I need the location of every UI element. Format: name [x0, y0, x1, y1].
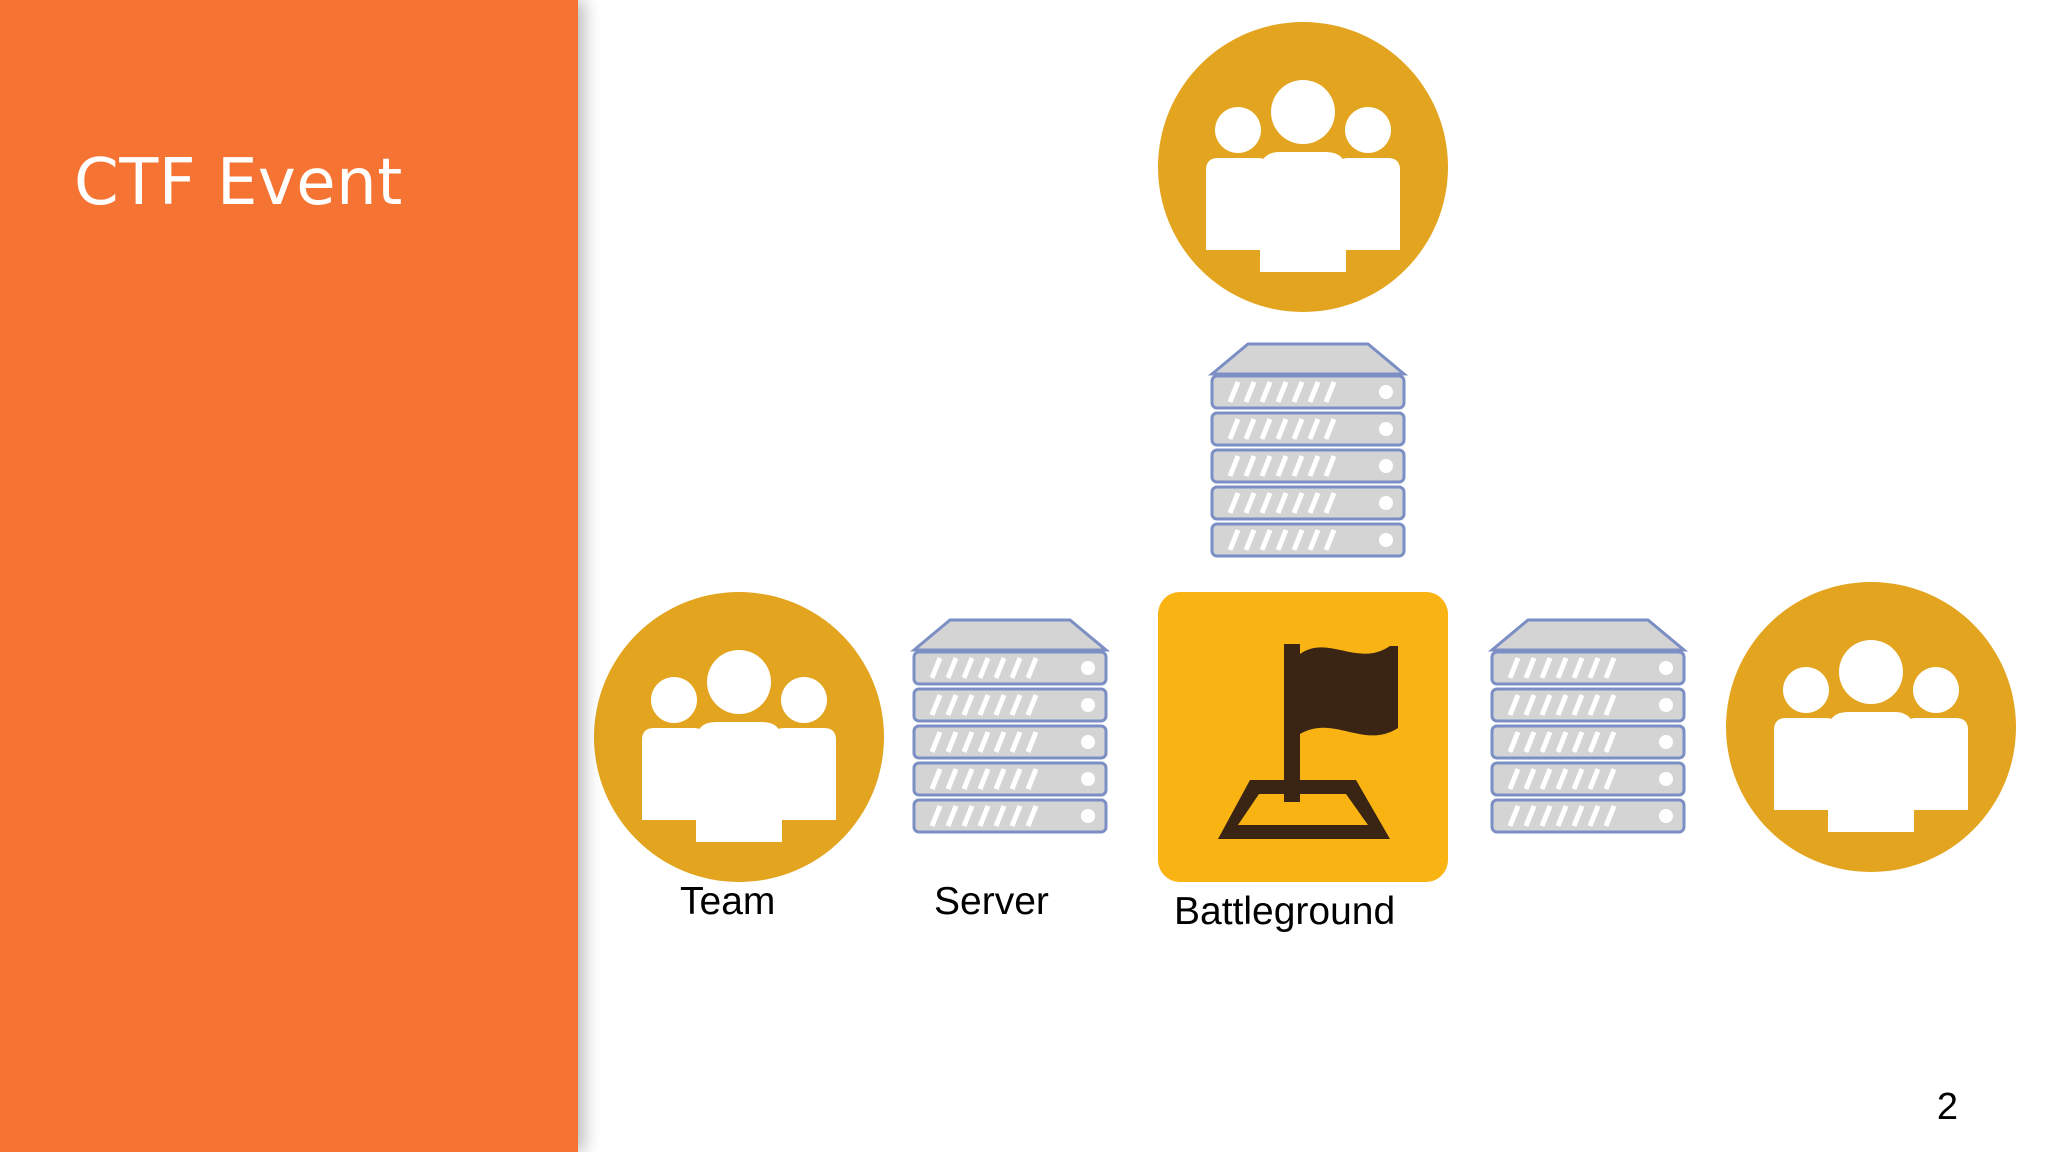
ctf-diagram: Team Server Battleground	[578, 0, 2048, 1152]
flag-on-base-icon	[1218, 644, 1398, 839]
team-group-icon	[1206, 80, 1400, 272]
battleground-label: Battleground	[1174, 890, 1396, 933]
server-rack-icon	[910, 618, 1110, 834]
page-number: 2	[1936, 1086, 1958, 1128]
team-left	[594, 592, 884, 882]
team-group-icon	[642, 650, 836, 842]
server-rack-icon	[1488, 618, 1688, 834]
team-top	[1158, 22, 1448, 312]
server-right	[1488, 616, 1688, 838]
title-sidebar: CTF Event	[0, 0, 578, 1152]
server-left	[910, 616, 1110, 838]
slide-title: CTF Event	[74, 146, 403, 220]
battleground-tile	[1158, 592, 1448, 882]
server-rack-icon	[1208, 342, 1408, 558]
team-group-icon	[1774, 640, 1968, 832]
team-label: Team	[680, 880, 776, 923]
team-right	[1726, 582, 2016, 872]
server-top	[1208, 340, 1408, 562]
server-label: Server	[934, 880, 1049, 923]
